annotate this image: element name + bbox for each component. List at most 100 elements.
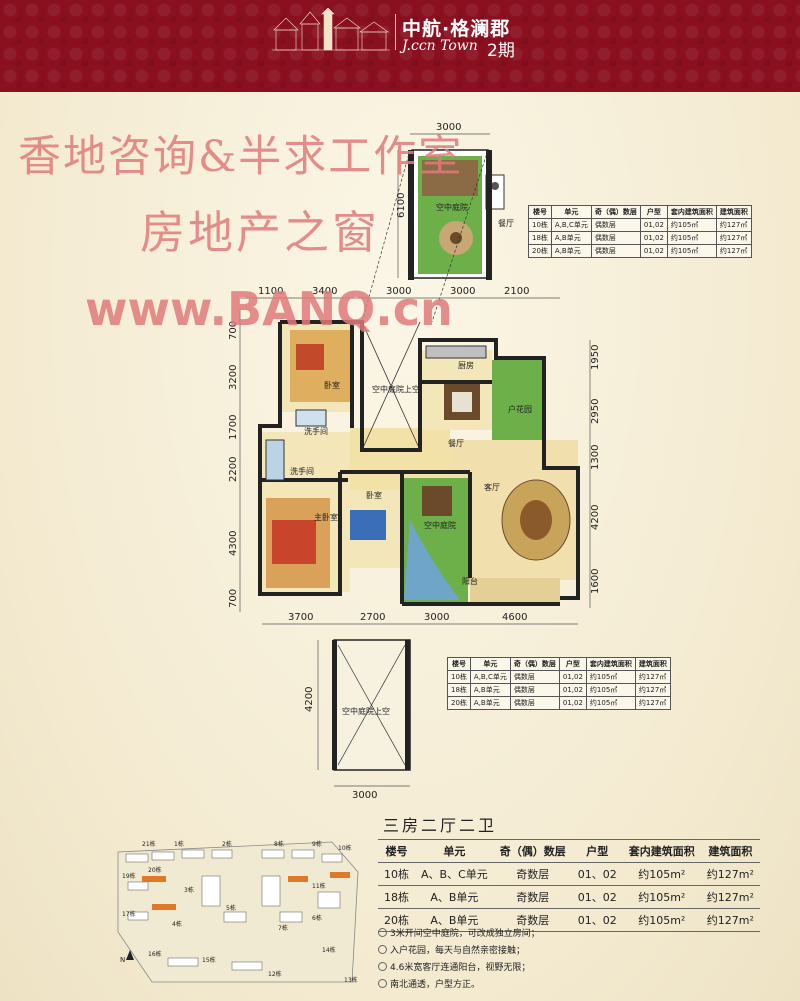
table-header: 楼号 xyxy=(447,657,471,671)
unit-type-title: 三房二厅二卫 xyxy=(383,816,498,835)
table-cell: 约105㎡ xyxy=(666,244,717,258)
dim-right-4: 1600 xyxy=(590,569,601,594)
table-header: 套内建筑面积 xyxy=(622,839,701,863)
table-header: 奇（偶）数层 xyxy=(493,839,572,863)
table-cell: 约127m² xyxy=(700,908,760,932)
table-cell: 01,02 xyxy=(639,231,668,245)
table-cell: 01,02 xyxy=(558,683,587,697)
site-label: 4栋 xyxy=(172,920,182,928)
bullet-icon xyxy=(378,962,387,971)
table-cell: 20栋 xyxy=(378,908,415,932)
table-row: 18栋 A,B单元 偶数层 01,02 约105㎡ 约127㎡ xyxy=(528,231,752,245)
site-label: 19栋 xyxy=(122,872,136,880)
header-banner: 中航·格澜郡 J.ccn Town 2期 xyxy=(0,0,800,92)
brand-name: 中航·格澜郡 xyxy=(402,18,511,40)
brand-english: J.ccn Town xyxy=(402,38,478,54)
label-dining: 餐厅 xyxy=(448,439,464,448)
list-item: 4.6米宽客厅连通阳台，视野无限； xyxy=(378,960,540,977)
label-washroom-2: 洗手间 xyxy=(290,466,314,476)
table-cell: 约127㎡ xyxy=(634,670,671,684)
header-pattern xyxy=(0,0,800,92)
table-cell: 约127㎡ xyxy=(715,244,752,258)
table-cell: 约105㎡ xyxy=(666,231,717,245)
table-header: 户型 xyxy=(639,205,668,219)
dim-left-3: 2200 xyxy=(228,457,239,482)
label-upper-sky-garden: 空中庭院 xyxy=(436,202,468,212)
phase-label: 2期 xyxy=(487,41,515,61)
label-sky-garden: 空中庭院 xyxy=(424,520,456,530)
site-label: 14栋 xyxy=(322,946,336,954)
bullet-icon xyxy=(378,928,387,937)
watermark-line2: 房地产之窗 xyxy=(140,206,381,259)
dim-bottom-2: 3000 xyxy=(424,612,449,623)
north-arrow-icon: N xyxy=(120,950,134,964)
table-cell: 约105㎡ xyxy=(585,670,636,684)
table-cell: A、B单元 xyxy=(415,885,494,909)
dim-right-0: 1950 xyxy=(590,345,601,370)
site-label: 6栋 xyxy=(312,914,322,922)
dim-top-1: 3400 xyxy=(312,286,337,297)
table-cell: A,B单元 xyxy=(550,244,592,258)
table-row: 20栋 A,B单元 偶数层 01,02 约105㎡ 约127㎡ xyxy=(528,244,752,258)
table-cell: 偶数层 xyxy=(590,218,641,232)
site-label: 5栋 xyxy=(226,904,236,912)
table-cell: 约105㎡ xyxy=(585,696,636,710)
label-living: 客厅 xyxy=(484,482,500,492)
table-cell: 约105㎡ xyxy=(585,683,636,697)
dim-left-4: 4300 xyxy=(228,531,239,556)
dim-left-0: 700 xyxy=(228,321,239,340)
table-cell: A,B单元 xyxy=(469,683,511,697)
table-cell: A,B单元 xyxy=(469,696,511,710)
label-lower-sky-garden-above: 空中庭院上空 xyxy=(342,706,390,716)
site-label: 2栋 xyxy=(222,840,232,848)
table-header: 套内建筑面积 xyxy=(666,205,717,219)
table-row: 18栋 A、B单元 奇数层 01、02 约105m² 约127m² xyxy=(378,885,760,909)
label-bedroom-2: 卧室 xyxy=(366,490,382,500)
dim-bottom-1: 2700 xyxy=(360,612,385,623)
site-label: 20栋 xyxy=(148,866,162,874)
table-cell: 偶数层 xyxy=(509,696,560,710)
table-cell: 20栋 xyxy=(528,244,552,258)
table-cell: 10栋 xyxy=(528,218,552,232)
watermark-line1: 香地咨询&半求工作室 xyxy=(18,132,464,182)
table-cell: 约105m² xyxy=(622,862,701,886)
table-cell: 约127m² xyxy=(700,862,760,886)
table-header: 建筑面积 xyxy=(715,205,752,219)
site-label: 8栋 xyxy=(274,840,284,848)
site-label: 17栋 xyxy=(122,910,136,918)
logo-divider xyxy=(395,14,396,50)
table-cell: 约127㎡ xyxy=(715,218,752,232)
dim-bottom-3: 4600 xyxy=(502,612,527,623)
label-upper-dining: 餐厅 xyxy=(498,219,514,228)
site-label: 15栋 xyxy=(202,956,216,964)
site-label: 9栋 xyxy=(312,840,322,848)
table-row: 20栋 A,B单元 偶数层 01,02 约105㎡ 约127㎡ xyxy=(447,696,671,710)
list-item: 3米开间空中庭院，可改成独立房间； xyxy=(378,926,540,943)
label-sky-garden-above: 空中庭院上空 xyxy=(372,384,420,394)
table-header: 楼号 xyxy=(378,839,415,863)
table-cell: 约105m² xyxy=(622,908,701,932)
table-header: 奇（偶）数层 xyxy=(509,657,560,671)
table-cell: 10栋 xyxy=(447,670,471,684)
table-cell: A、B单元 xyxy=(415,908,494,932)
site-label: 3栋 xyxy=(184,886,194,894)
table-header: 建筑面积 xyxy=(700,839,760,863)
table-cell: 约127㎡ xyxy=(634,696,671,710)
bullet-icon xyxy=(378,945,387,954)
site-label: 16栋 xyxy=(148,950,162,958)
table-cell: A,B,C单元 xyxy=(550,218,592,232)
dim-top-4: 2100 xyxy=(504,286,529,297)
label-master-bedroom: 主卧室 xyxy=(314,512,338,522)
dim-upper-width: 3000 xyxy=(436,122,461,133)
table-cell: 约127㎡ xyxy=(715,231,752,245)
table-row: 10栋 A、B、C单元 奇数层 01、02 约105m² 约127m² xyxy=(378,862,760,886)
table-header: 户型 xyxy=(558,657,587,671)
dim-right-2: 1300 xyxy=(590,445,601,470)
dim-top-3: 3000 xyxy=(450,286,475,297)
table-header: 楼号 xyxy=(528,205,552,219)
table-cell: 18栋 xyxy=(378,885,415,909)
area-table-main: 楼号 单元 奇（偶）数层 户型 套内建筑面积 建筑面积 10栋 A、B、C单元 … xyxy=(378,839,760,932)
site-label: 7栋 xyxy=(278,924,288,932)
